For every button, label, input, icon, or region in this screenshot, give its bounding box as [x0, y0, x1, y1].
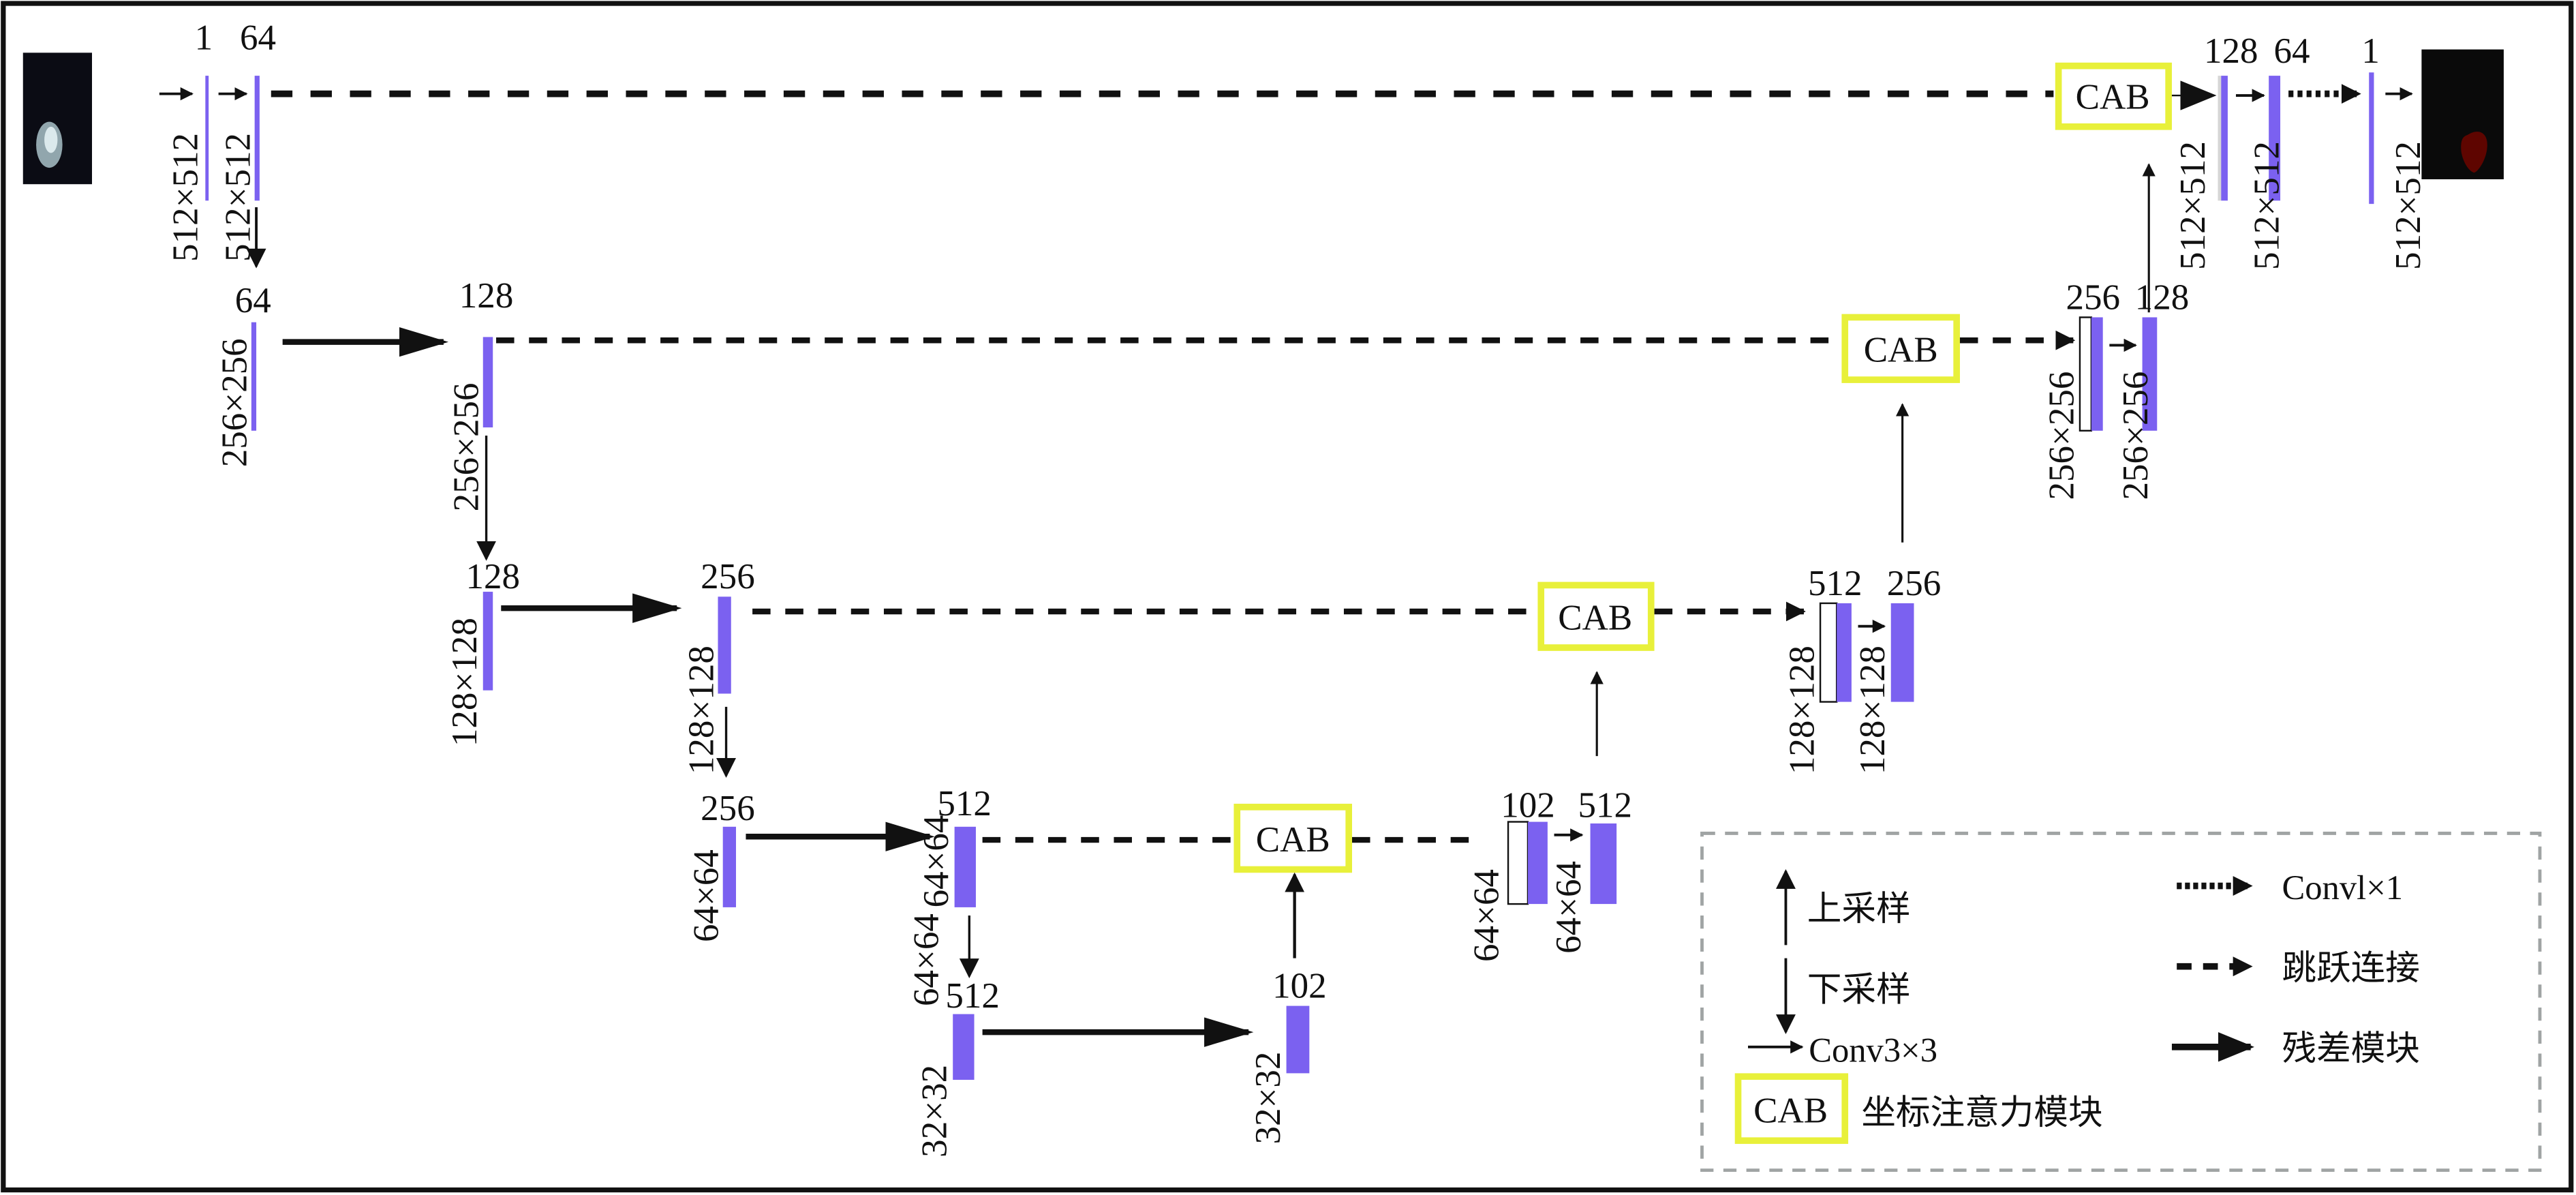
channel-label: 512 — [1808, 564, 1862, 603]
legend-downsample: 下采样 — [1807, 970, 1911, 1008]
channel-label: 102 — [1501, 785, 1555, 825]
legend-upsample: 上采样 — [1807, 890, 1911, 928]
size-label: 128×128 — [681, 646, 721, 774]
legend-border — [1700, 832, 2542, 1173]
channel-label: 256 — [1887, 564, 1942, 603]
legend-cab: 坐标注意力模块 — [1861, 1093, 2102, 1132]
output-mask-image — [2421, 49, 2504, 179]
size-label: 512×512 — [2173, 141, 2213, 270]
channel-label: 1 — [195, 18, 213, 58]
size-label: 64×64 — [1549, 861, 1589, 954]
feature-map-concat-2-skip — [2079, 316, 2093, 432]
feature-map-enc4a — [722, 826, 736, 907]
legend-conv1x1: Convl×1 — [2282, 868, 2403, 907]
size-label: 64×64 — [1467, 869, 1507, 962]
size-label: 512×512 — [166, 133, 205, 262]
size-label: 32×32 — [915, 1065, 955, 1158]
feature-map-dec4a — [1527, 821, 1548, 905]
feature-map-output — [2369, 72, 2374, 205]
feature-map-concat-1-skip — [2218, 76, 2222, 201]
cab-label: CAB — [1864, 331, 1938, 370]
cab-label: CAB — [1256, 820, 1330, 860]
size-label: 512×512 — [2248, 141, 2287, 270]
legend-skip: 跳跃连接 — [2282, 949, 2419, 987]
size-label: 64×64 — [686, 849, 726, 942]
size-label: 256×256 — [215, 338, 255, 467]
channel-label: 512 — [937, 784, 992, 823]
channel-label: 512 — [1578, 785, 1633, 825]
feature-map-enc2b — [482, 337, 493, 427]
legend-residual: 残差模块 — [2282, 1029, 2419, 1068]
size-label: 128×128 — [1782, 646, 1822, 774]
feature-map-enc5b — [1286, 1005, 1310, 1074]
feature-map-enc2a — [251, 322, 257, 431]
feature-map-enc4b — [954, 826, 976, 907]
feature-map-input — [205, 76, 209, 201]
size-label: 128×128 — [445, 618, 485, 746]
feature-map-enc3b — [718, 596, 731, 694]
cab-legend-label: CAB — [1753, 1091, 1828, 1131]
size-label: 64×64 — [907, 913, 947, 1006]
feature-map-dec3b — [1890, 603, 1914, 702]
feature-map-concat-3-skip — [1819, 602, 1838, 703]
channel-label: 256 — [2066, 277, 2120, 317]
feature-map-dec2a — [2091, 317, 2103, 431]
channel-label: 64 — [2273, 31, 2310, 71]
channel-label: 256 — [701, 789, 755, 828]
size-label: 256×256 — [447, 382, 487, 511]
cab-block-4 — [1233, 804, 1353, 873]
size-label: 128×128 — [1853, 646, 1892, 774]
cab-block-1 — [2055, 62, 2172, 130]
legend-conv3x3: Conv3×3 — [1809, 1031, 1937, 1070]
size-label: 32×32 — [1248, 1052, 1288, 1145]
feature-map-enc3a — [482, 592, 493, 691]
cab-block-2 — [1841, 314, 1960, 383]
channel-label: 64 — [240, 18, 276, 58]
channel-label: 128 — [465, 557, 520, 596]
channel-label: 102 — [1272, 967, 1327, 1006]
cab-block-3 — [1537, 581, 1655, 651]
feature-map-enc5a — [953, 1014, 975, 1080]
size-label: 64×64 — [917, 815, 956, 907]
feature-map-concat-4-skip — [1507, 821, 1529, 905]
channel-label: 128 — [459, 276, 514, 316]
size-label: 256×256 — [2116, 372, 2156, 500]
channel-label: 128 — [2135, 277, 2190, 317]
feature-map-dec4b — [1590, 823, 1617, 905]
size-label: 256×256 — [2042, 372, 2081, 500]
feature-map-dec1a — [2221, 76, 2228, 201]
channel-label: 1 — [2361, 31, 2380, 71]
cab-legend-icon — [1734, 1073, 1849, 1145]
channel-label: 256 — [701, 557, 755, 596]
size-label: 512×512 — [2389, 141, 2428, 270]
channel-label: 128 — [2204, 31, 2258, 71]
feature-map-enc1 — [254, 76, 260, 201]
feature-map-dec3a — [1837, 603, 1852, 702]
cab-label: CAB — [1558, 599, 1632, 638]
size-label: 512×512 — [218, 133, 258, 262]
cab-label: CAB — [2076, 77, 2150, 117]
channel-label: 64 — [235, 281, 271, 320]
channel-label: 512 — [945, 976, 1000, 1016]
input-image — [22, 52, 92, 185]
legend: 上采样 下采样 Conv3×3 CAB 坐标注意力模块 Convl×1 跳跃连接… — [1700, 832, 2542, 1173]
feature-map-dec2b — [2142, 317, 2158, 431]
feature-map-dec1b — [2269, 76, 2281, 201]
